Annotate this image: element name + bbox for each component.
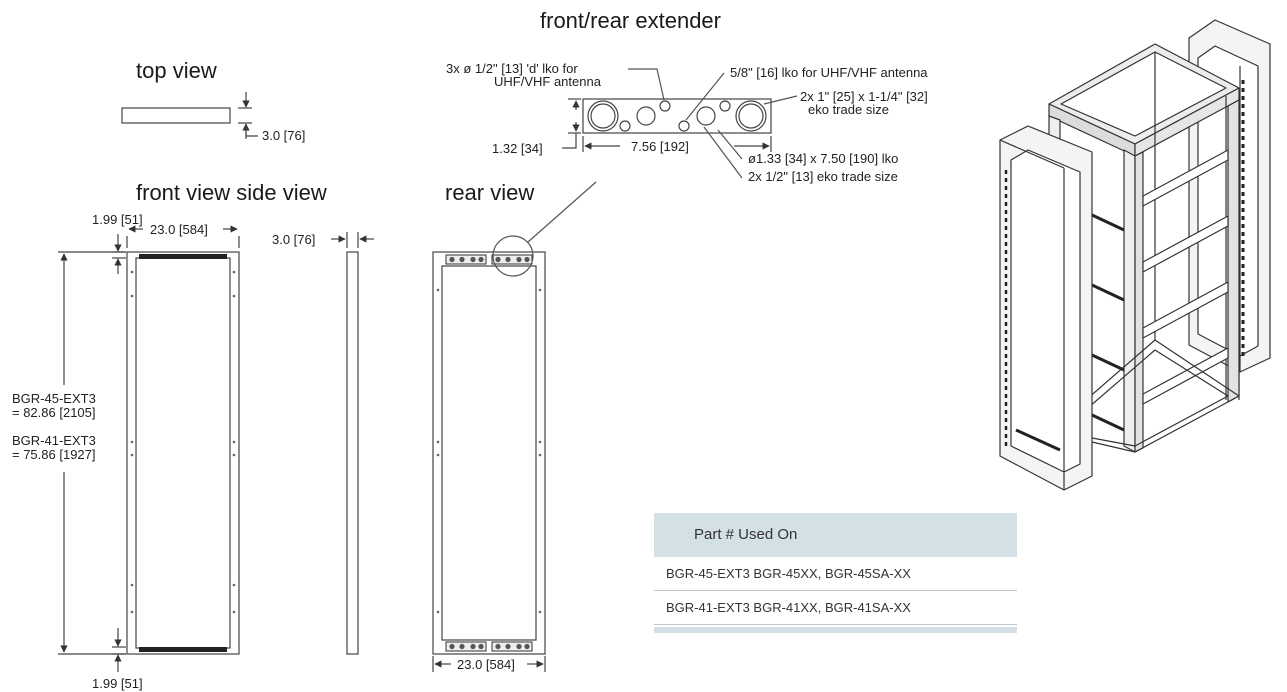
extender-detail-drawing	[562, 68, 798, 179]
side-depth-dimension: 3.0 [76]	[272, 232, 316, 247]
knockout-half-eko-callout: 2x 1/2" [13] eko trade size	[748, 169, 898, 184]
rear-view-drawing	[432, 181, 597, 672]
front-side-view-title: front view side view	[136, 180, 327, 205]
extender-title: front/rear extender	[540, 8, 721, 33]
height-45-model: BGR-45-EXT3	[12, 391, 96, 406]
knockout-half-callout-line2: UHF/VHF antenna	[494, 74, 601, 89]
rear-width-dimension: 23.0 [584]	[457, 657, 515, 672]
top-depth-dimension: 3.0 [76]	[262, 128, 306, 143]
knockout-58-callout: 5/8" [16] lko for UHF/VHF antenna	[730, 65, 928, 80]
knockout-1x114-callout-line1: 2x 1" [25] x 1-1/4" [32]	[800, 89, 928, 104]
knockout-1x114-callout-line2: eko trade size	[808, 102, 889, 117]
height-41-value: = 75.86 [1927]	[12, 447, 96, 462]
parts-table: Part # Used On BGR-45-EXT3 BGR-45XX, BGR…	[654, 513, 1017, 633]
isometric-rack-drawing	[999, 19, 1271, 491]
table-row: BGR-45-EXT3 BGR-45XX, BGR-45SA-XX	[654, 557, 1017, 591]
top-view-title: top view	[136, 58, 217, 83]
table-row: BGR-41-EXT3 BGR-41XX, BGR-41SA-XX	[654, 591, 1017, 625]
front-width-dimension: 23.0 [584]	[150, 222, 208, 237]
height-41-model: BGR-41-EXT3	[12, 433, 96, 448]
height-45-value: = 82.86 [2105]	[12, 405, 96, 420]
table-header: Part # Used On	[654, 513, 1017, 557]
front-view-drawing	[58, 225, 240, 672]
table-footer-bar	[654, 627, 1017, 633]
top-offset-dimension: 1.99 [51]	[92, 212, 143, 227]
rear-view-title: rear view	[445, 180, 535, 205]
extender-height-dimension: 1.32 [34]	[492, 141, 543, 156]
knockout-half-callout-line1: 3x ø 1/2" [13] 'd' lko for	[446, 61, 578, 76]
top-view-drawing	[121, 92, 258, 139]
side-view-drawing	[331, 232, 374, 655]
extender-width-dimension: 7.56 [192]	[631, 139, 689, 154]
bottom-offset-dimension: 1.99 [51]	[92, 676, 143, 691]
knockout-133-callout: ø1.33 [34] x 7.50 [190] lko	[748, 151, 899, 166]
